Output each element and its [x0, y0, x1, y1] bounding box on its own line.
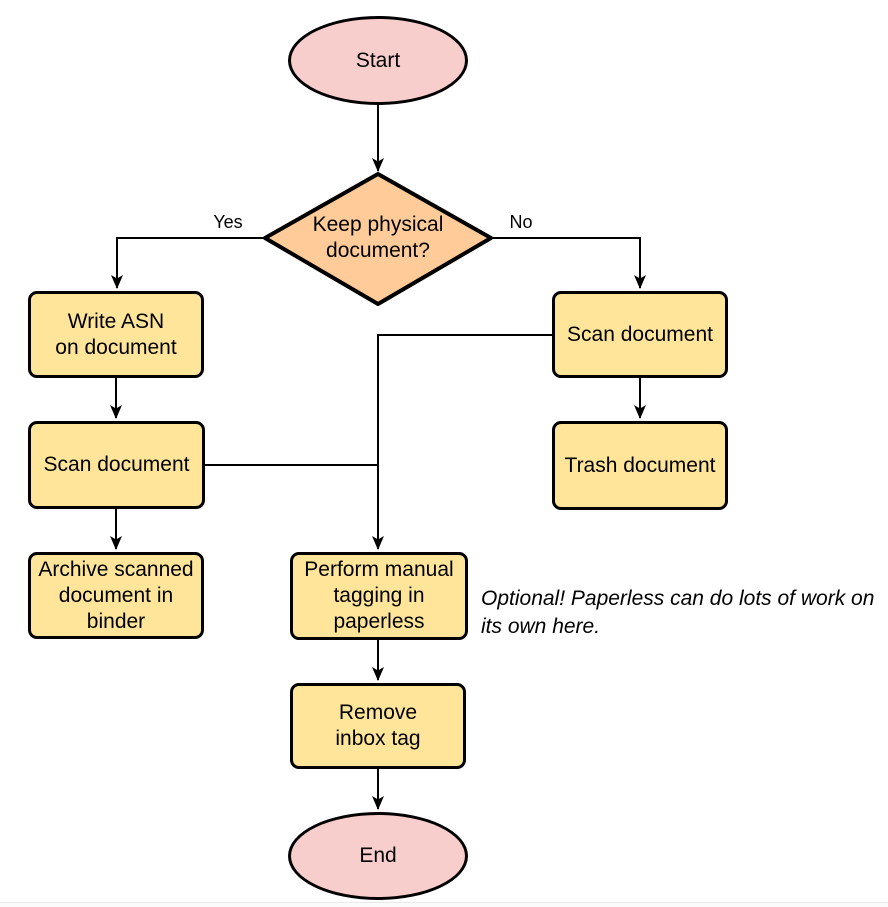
end-node: End: [288, 812, 468, 900]
manual-tagging-node: Perform manual tagging in paperless: [290, 552, 468, 640]
scan-document-left-node: Scan document: [28, 421, 205, 509]
edge-scan-right-to-tagging: [372, 334, 552, 550]
scan-document-right-node: Scan document: [552, 291, 728, 378]
optional-annotation: Optional! Paperless can do lots of work …: [481, 587, 875, 638]
end-node-label: End: [359, 844, 397, 867]
edge-decision-yes-to-write-asn: [111, 237, 265, 289]
trash-document-node-label: Trash document: [564, 453, 716, 477]
start-node: Start: [288, 16, 468, 105]
page-bottom-edge: [0, 902, 888, 907]
scan-document-right-node-label: Scan document: [567, 322, 713, 346]
edge-decision-no-to-scan-right: [490, 237, 646, 289]
edge-label-yes: Yes: [213, 212, 243, 232]
write-asn-node: Write ASN on document: [28, 291, 204, 378]
decision-diamond-shape: [263, 172, 493, 306]
trash-document-node: Trash document: [552, 421, 728, 510]
edge-label-no: No: [509, 212, 533, 232]
remove-inbox-tag-node-label: Remove inbox tag: [335, 701, 421, 750]
manual-tagging-node-label: Perform manual tagging in paperless: [304, 558, 454, 633]
write-asn-node-label: Write ASN on document: [55, 309, 177, 359]
archive-document-node: Archive scanned document in binder: [28, 552, 204, 639]
remove-inbox-tag-node: Remove inbox tag: [290, 683, 466, 769]
decision-node-label: Keep physical document?: [312, 213, 444, 262]
archive-document-node-label: Archive scanned document in binder: [38, 557, 194, 633]
scan-document-left-node-label: Scan document: [43, 453, 190, 476]
start-node-label: Start: [355, 48, 401, 72]
